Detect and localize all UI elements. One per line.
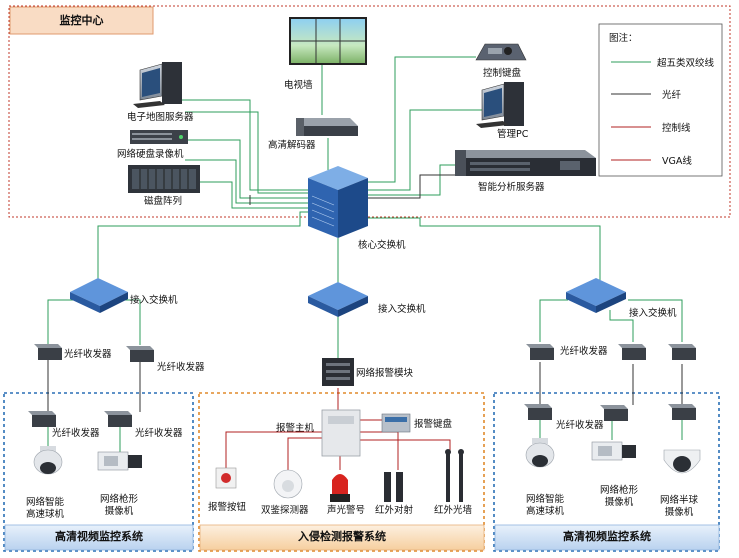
intrusion-title: 入侵检测报警系统: [298, 530, 386, 543]
nvr-icon: [130, 130, 188, 144]
emap-server-icon: [133, 62, 182, 108]
dome-camera-right-icon: [663, 449, 701, 474]
fiber-transceiver-label: 光纤收发器: [52, 428, 100, 439]
management-pc-label: 管理PC: [497, 129, 529, 140]
management-pc-icon: [476, 82, 524, 128]
access-switch-right-label: 接入交换机: [629, 308, 677, 319]
core-switch-label: 核心交换机: [358, 240, 406, 251]
fiber-transceiver-label: 光纤收发器: [64, 349, 112, 360]
disk-array-label: 磁盘阵列: [144, 196, 183, 207]
hd-left-title: 高清视频监控系统: [55, 530, 143, 543]
siren-icon: [330, 474, 350, 502]
ir-fence-icon: [445, 449, 464, 502]
speed-dome-camera-left-icon: [33, 446, 63, 475]
disk-array-icon: [128, 165, 200, 193]
fiber-transceiver-label: 光纤收发器: [560, 346, 608, 357]
control-center-title: 监控中心: [59, 14, 104, 27]
camera-label: 网络半球 摄像机: [660, 495, 699, 518]
alarm-module-icon: [322, 358, 354, 386]
ir-fence-label: 红外光墙: [434, 505, 473, 516]
emap-server-label: 电子地图服务器: [127, 112, 194, 123]
alarm-host-icon: [321, 409, 361, 457]
legend-title: 图注：: [609, 33, 638, 44]
dual-detector-label: 双鉴探测器: [261, 505, 309, 516]
bullet-camera-left-icon: [97, 451, 142, 471]
control-center-region: [8, 5, 731, 218]
alarm-host-label: 报警主机: [276, 423, 315, 434]
fiber-transceiver-label: 光纤收发器: [135, 428, 183, 439]
ir-beam-label: 红外对射: [375, 505, 414, 516]
siren-label: 声光警号: [327, 505, 366, 516]
intrusion-region: [198, 392, 485, 552]
nvr-label: 网络硬盘录像机: [117, 149, 184, 160]
control-keyboard-label: 控制键盘: [483, 68, 522, 79]
alarm-keypad-icon: [381, 413, 411, 433]
bullet-camera-right-icon: [591, 441, 636, 461]
access-switch-right-icon: [566, 278, 626, 313]
alarm-module-label: 网络报警模块: [356, 368, 414, 379]
hd-right-region: [493, 392, 720, 552]
analysis-server-label: 智能分析服务器: [478, 182, 545, 193]
access-switch-left-label: 接入交换机: [130, 295, 178, 306]
hd-decoder-label: 高清解码器: [268, 140, 316, 151]
legend-item-twisted-pair: 超五类双绞线: [657, 58, 715, 69]
alarm-button-icon: [215, 467, 237, 489]
video-wall-icon: [289, 17, 367, 65]
access-switch-mid-icon: [308, 282, 368, 317]
dual-detector-icon: [273, 469, 303, 499]
keyboard-icon: [475, 43, 527, 61]
camera-label: 网络枪形 摄像机: [100, 494, 139, 517]
fiber-transceiver-label: 光纤收发器: [157, 362, 205, 373]
access-switch-mid-label: 接入交换机: [378, 304, 426, 315]
video-wall-label: 电视墙: [284, 80, 313, 91]
hd-right-title: 高清视频监控系统: [563, 530, 651, 543]
camera-label: 网络枪形 摄像机: [600, 485, 639, 508]
hd-decoder-icon: [296, 118, 358, 136]
hd-left-region: [3, 392, 194, 552]
camera-label: 网络智能 高速球机: [26, 497, 65, 520]
fiber-transceiver-icon: [28, 344, 696, 427]
core-switch-icon: [308, 166, 368, 238]
access-switch-left-icon: [70, 278, 128, 313]
legend-item-vga: VGA线: [662, 156, 692, 167]
ir-beam-icon: [384, 472, 403, 502]
legend-item-fiber: 光纤: [662, 90, 682, 101]
legend-item-control: 控制线: [662, 123, 691, 134]
analysis-server-icon: [455, 150, 596, 176]
alarm-button-label: 报警按钮: [208, 502, 247, 513]
camera-label: 网络智能 高速球机: [526, 494, 565, 517]
speed-dome-camera-right-icon: [525, 438, 555, 468]
legend-box: [598, 23, 723, 177]
fiber-transceiver-label: 光纤收发器: [556, 420, 604, 431]
alarm-keypad-label: 报警键盘: [414, 419, 453, 430]
